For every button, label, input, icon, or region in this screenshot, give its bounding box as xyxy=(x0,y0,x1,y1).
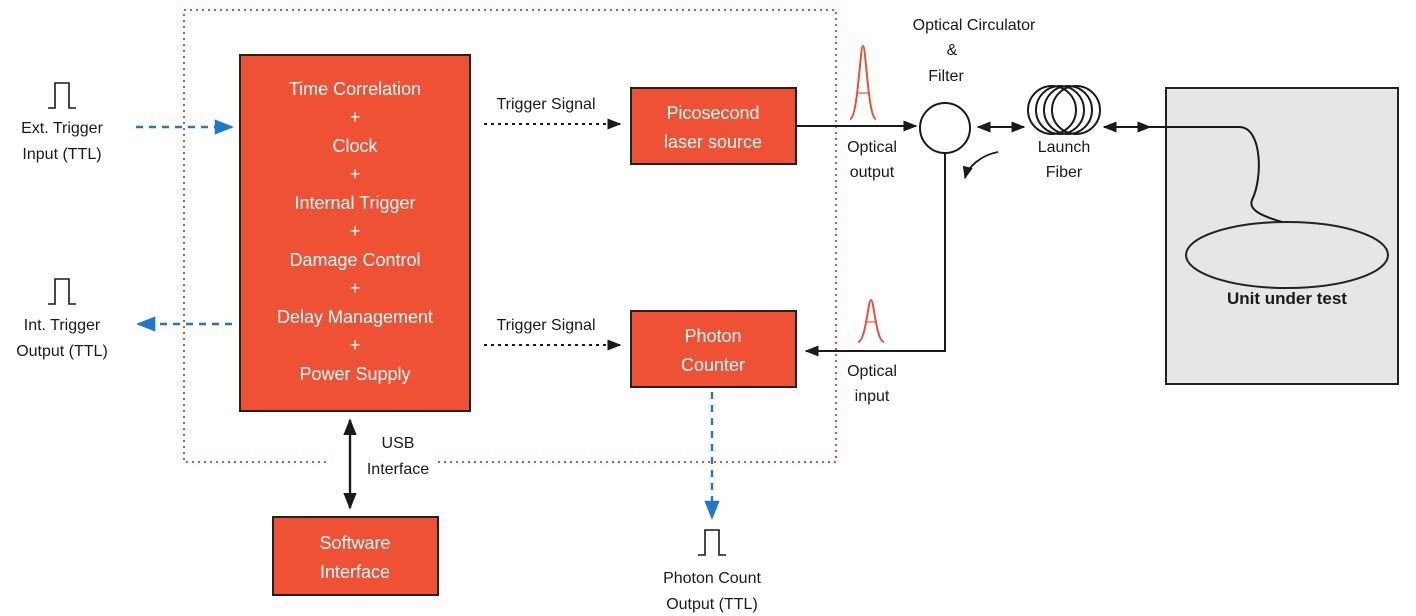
software-line-1: Interface xyxy=(320,562,390,582)
instrument-frame xyxy=(183,9,837,463)
photon-count-line-1: Output (TTL) xyxy=(666,596,758,613)
uut-label: Unit under test xyxy=(1227,289,1347,308)
trigger-signal-top-label: Trigger Signal xyxy=(496,96,595,113)
main-line-1: + xyxy=(350,107,361,127)
optical-output-line-1: output xyxy=(850,164,895,181)
uut-fiber-route xyxy=(1150,126,1283,223)
int-trigger-line-1: Output (TTL) xyxy=(16,343,108,360)
software-interface-block: Software Interface xyxy=(272,516,439,596)
ext-trigger-line-0: Ext. Trigger xyxy=(21,120,103,137)
circulator-line-2: Filter xyxy=(928,68,964,85)
main-line-0: Time Correlation xyxy=(289,79,421,99)
main-line-6: Damage Control xyxy=(289,250,420,270)
laser-source-block: Picosecond laser source xyxy=(630,87,797,165)
optical-input-line-1: input xyxy=(855,388,890,405)
launch-fiber-line-0: Launch xyxy=(1038,139,1091,156)
counter-line-0: Photon xyxy=(684,326,741,346)
fiber-coil-icon xyxy=(1027,85,1101,135)
circulator-icon xyxy=(919,102,971,154)
laser-line-0: Picosecond xyxy=(666,103,759,123)
ttl-pulse-icon xyxy=(48,82,76,109)
ttl-pulse-icon xyxy=(698,529,726,556)
main-line-4: Internal Trigger xyxy=(294,193,415,213)
main-line-3: + xyxy=(350,164,361,184)
int-trigger-line-0: Int. Trigger xyxy=(24,317,101,334)
ext-trigger-line-1: Input (TTL) xyxy=(22,146,101,163)
launch-fiber-line-1: Fiber xyxy=(1046,164,1083,181)
usb-line-1: Interface xyxy=(367,461,429,478)
software-line-0: Software xyxy=(319,533,390,553)
main-line-5: + xyxy=(350,221,361,241)
laser-line-1: laser source xyxy=(664,132,762,152)
main-control-block: Time Correlation + Clock + Internal Trig… xyxy=(239,54,471,412)
circulator-line-0: Optical Circulator xyxy=(913,17,1036,34)
usb-line-0: USB xyxy=(382,435,415,452)
main-line-7: + xyxy=(350,278,361,298)
photon-counter-block: Photon Counter xyxy=(630,310,797,388)
optical-output-line-0: Optical xyxy=(847,139,897,156)
optical-pulse-icon xyxy=(857,298,885,343)
main-line-9: + xyxy=(350,335,361,355)
main-line-10: Power Supply xyxy=(299,364,410,384)
optical-input-line-0: Optical xyxy=(847,363,897,380)
photon-count-line-0: Photon Count xyxy=(663,570,761,587)
circulator-line-1: & xyxy=(947,42,958,59)
main-line-8: Delay Management xyxy=(277,307,433,327)
main-line-2: Clock xyxy=(332,136,378,156)
unit-under-test: Unit under test xyxy=(1165,87,1399,385)
optical-pulse-icon xyxy=(849,44,877,120)
circulation-direction-arrow xyxy=(962,151,999,180)
counter-line-1: Counter xyxy=(681,355,745,375)
trigger-signal-bottom-label: Trigger Signal xyxy=(496,317,595,334)
optical-return-line xyxy=(804,153,946,357)
ttl-pulse-icon xyxy=(48,278,76,305)
